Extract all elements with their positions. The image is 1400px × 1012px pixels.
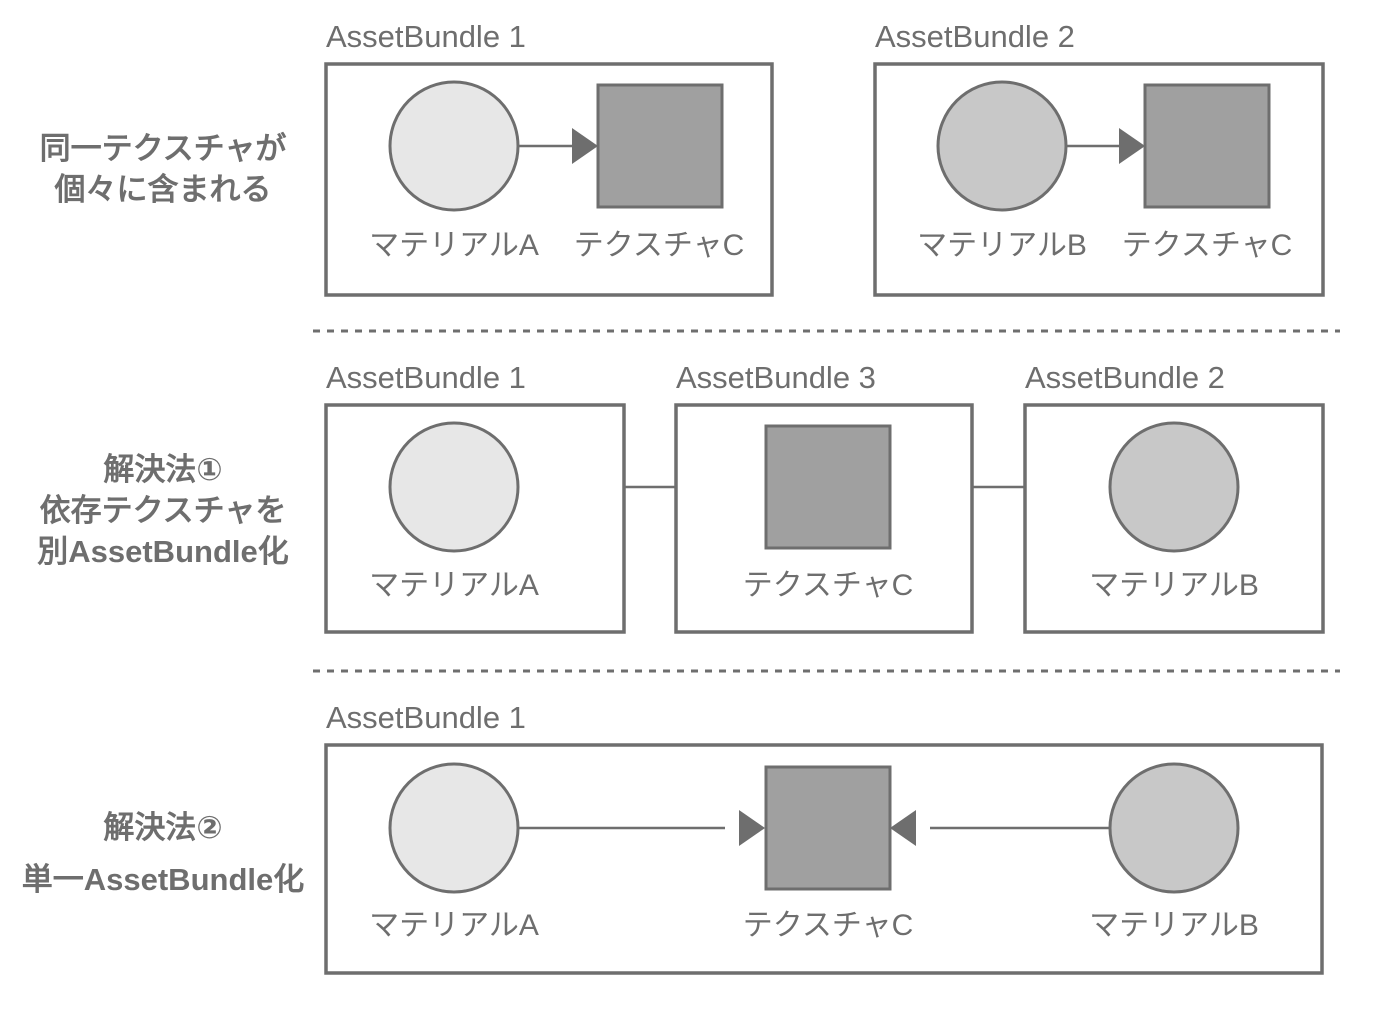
material-node-label: マテリアルB	[917, 229, 1087, 262]
material-node-circle[interactable]	[388, 421, 520, 553]
bundle-title: AssetBundle 1	[326, 360, 526, 395]
edge-material-a-to-texture	[518, 810, 765, 846]
bundle-assetbundle-3-row2[interactable]: AssetBundle 3 テクスチャC	[674, 360, 974, 634]
bundle-assetbundle-2-row2[interactable]: AssetBundle 2 マテリアルB	[1023, 360, 1325, 634]
material-node-label-a: マテリアルA	[369, 909, 539, 942]
arrow-head-left-icon	[890, 810, 916, 846]
material-node-label: マテリアルA	[369, 229, 539, 262]
caption-line-2: 依存テクスチャを	[40, 493, 287, 528]
row-solution-2-caption: 解決法② 単一AssetBundle化	[22, 810, 304, 897]
bundle-title: AssetBundle 1	[326, 700, 526, 735]
texture-node-square[interactable]	[764, 765, 892, 891]
material-node-circle[interactable]	[936, 80, 1068, 212]
bundle-title: AssetBundle 2	[875, 19, 1075, 54]
caption-line-1: 同一テクスチャが	[40, 131, 287, 166]
texture-node-label: テクスチャC	[743, 909, 913, 942]
row-solution-2: 解決法② 単一AssetBundle化 AssetBundle 1 マテリアルA…	[22, 700, 1324, 975]
bundle-title: AssetBundle 2	[1025, 360, 1225, 395]
bundle-title: AssetBundle 1	[326, 19, 526, 54]
bundle-assetbundle-2-row1[interactable]: AssetBundle 2 マテリアルB テクスチャC	[873, 19, 1325, 297]
bundle-assetbundle-1-row1[interactable]: AssetBundle 1 マテリアルA テクスチャC	[324, 19, 774, 297]
arrow-head-right-icon	[1119, 128, 1145, 164]
texture-node-square[interactable]	[764, 424, 892, 550]
bundle-title: AssetBundle 3	[676, 360, 876, 395]
material-node-circle-a[interactable]	[388, 762, 520, 894]
arrow-head-right-icon	[739, 810, 765, 846]
caption-line-3: 別AssetBundle化	[37, 534, 288, 569]
material-node-label: マテリアルA	[369, 569, 539, 602]
caption-line-2: 個々に含まれる	[54, 172, 272, 207]
material-node-circle-b[interactable]	[1108, 762, 1240, 894]
bundle-assetbundle-1-row2[interactable]: AssetBundle 1 マテリアルA	[324, 360, 626, 634]
edge-material-to-texture	[518, 128, 598, 164]
caption-line-1: 解決法①	[103, 452, 222, 487]
edge-material-b-to-texture	[890, 810, 1110, 846]
caption-line-2: 単一AssetBundle化	[22, 862, 304, 897]
material-node-label-b: マテリアルB	[1089, 909, 1259, 942]
material-node-circle[interactable]	[388, 80, 520, 212]
arrow-head-right-icon	[572, 128, 598, 164]
texture-node-square[interactable]	[596, 83, 724, 209]
texture-node-square[interactable]	[1143, 83, 1271, 209]
row-solution-1: 解決法① 依存テクスチャを 別AssetBundle化 AssetBundle …	[37, 360, 1325, 634]
row-problem-caption: 同一テクスチャが 個々に含まれる	[40, 131, 287, 207]
caption-line-1: 解決法②	[103, 810, 222, 845]
material-node-label: マテリアルB	[1089, 569, 1259, 602]
texture-node-label: テクスチャC	[574, 229, 744, 262]
material-node-circle[interactable]	[1108, 421, 1240, 553]
row-solution-1-caption: 解決法① 依存テクスチャを 別AssetBundle化	[37, 452, 288, 569]
texture-node-label: テクスチャC	[743, 569, 913, 602]
texture-node-label: テクスチャC	[1122, 229, 1292, 262]
row-problem: 同一テクスチャが 個々に含まれる AssetBundle 1 マテリアルA テク…	[40, 19, 1325, 297]
edge-material-to-texture	[1066, 128, 1145, 164]
bundle-assetbundle-1-row3[interactable]: AssetBundle 1 マテリアルA テクスチャC マテリアルB	[324, 700, 1324, 975]
